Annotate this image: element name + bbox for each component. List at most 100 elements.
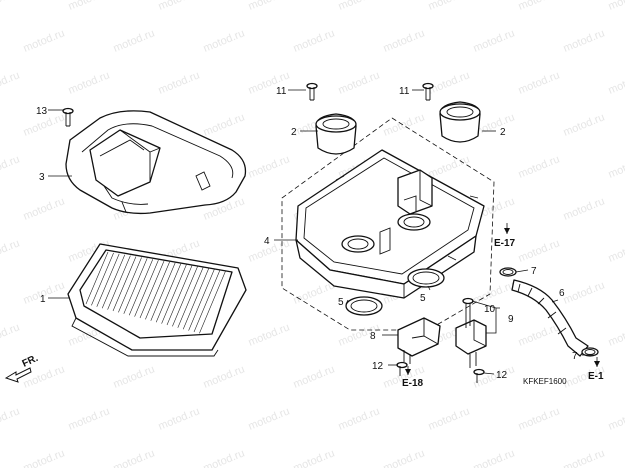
front-label: FR.	[21, 353, 40, 370]
filter-pleat	[134, 259, 159, 317]
watermark-text: motod.ru	[472, 447, 517, 468]
arrow-e17	[504, 228, 510, 234]
callout-10: 10	[484, 304, 496, 315]
filter-pleat	[150, 262, 176, 321]
watermark-text: motod.ru	[607, 153, 625, 180]
watermark-text: motod.ru	[562, 279, 607, 306]
watermark-text: motod.ru	[292, 363, 337, 390]
filter-pleat	[128, 259, 154, 316]
filter-pleat	[188, 268, 215, 331]
watermark-text: motod.ru	[67, 0, 112, 13]
watermark-text: motod.ru	[0, 405, 21, 432]
front-arrow-icon	[4, 367, 32, 383]
hose-clamp-lower	[581, 347, 599, 357]
watermark-text: motod.ru	[202, 111, 247, 138]
watermark-text: motod.ru	[0, 153, 21, 180]
air-cleaner-cover	[65, 110, 247, 215]
bolt-13	[62, 107, 74, 127]
watermark-text: motod.ru	[337, 0, 382, 13]
o-ring-left	[345, 296, 383, 316]
watermark-text: motod.ru	[427, 69, 472, 96]
callout-2-right: 2	[500, 127, 506, 138]
ref-e18: E-18	[402, 378, 424, 389]
callout-5-left: 5	[338, 297, 344, 308]
hose-clamp-upper	[499, 267, 517, 277]
watermark-text: motod.ru	[562, 447, 607, 468]
filter-pleat	[177, 267, 204, 328]
air-cleaner-case	[281, 117, 495, 331]
filter-pleat	[112, 256, 137, 312]
sensor-9	[455, 302, 487, 368]
watermark-text: motod.ru	[472, 363, 517, 390]
watermark-text: motod.ru	[562, 195, 607, 222]
watermark-text: motod.ru	[517, 321, 562, 348]
watermark-text: motod.ru	[427, 0, 472, 13]
watermark-text: motod.ru	[517, 153, 562, 180]
filter-pleats	[85, 251, 226, 334]
funnel-left	[315, 113, 357, 155]
watermark-text: motod.ru	[517, 405, 562, 432]
filter-pleat	[85, 251, 109, 305]
watermark-text: motod.ru	[0, 0, 21, 13]
watermark-text: motod.ru	[22, 195, 67, 222]
filter-pleat	[199, 270, 226, 334]
callout-5-right: 5	[420, 293, 426, 304]
watermark-text: motod.ru	[382, 111, 427, 138]
callout-7-upper: 7	[531, 266, 537, 277]
callout-6: 6	[559, 288, 565, 299]
watermark-text: motod.ru	[562, 111, 607, 138]
watermark-text: motod.ru	[67, 405, 112, 432]
watermark-text: motod.ru	[22, 447, 67, 468]
callout-12-right: 12	[496, 370, 508, 381]
bolt-11-right	[422, 82, 434, 101]
watermark-text: motod.ru	[112, 447, 157, 468]
watermark-text: motod.ru	[247, 321, 292, 348]
watermark-text: motod.ru	[157, 405, 202, 432]
arrow-e18	[405, 369, 411, 375]
callout-7-lower: 7	[572, 351, 578, 362]
watermark-text: motod.ru	[157, 69, 202, 96]
callout-11-left: 11	[276, 86, 287, 97]
filter-pleat	[155, 263, 182, 323]
watermark-text: motod.ru	[112, 363, 157, 390]
filter-pleat	[123, 258, 148, 314]
washer-10	[462, 297, 474, 305]
filter-pleat	[91, 252, 114, 306]
air-cleaner-element	[67, 243, 247, 357]
filter-pleat	[96, 253, 120, 307]
filter-pleat	[166, 265, 193, 326]
watermark-text: motod.ru	[67, 69, 112, 96]
filter-pleat	[172, 266, 198, 327]
watermark-text: motod.ru	[607, 237, 625, 264]
watermark-text: motod.ru	[112, 27, 157, 54]
watermark-text: motod.ru	[382, 27, 427, 54]
watermark-text: motod.ru	[607, 0, 625, 13]
watermark-text: motod.ru	[247, 0, 292, 13]
watermark-text: motod.ru	[292, 447, 337, 468]
watermark-text: motod.ru	[337, 69, 382, 96]
watermark-text: motod.ru	[0, 237, 21, 264]
callout-8: 8	[370, 331, 376, 342]
watermark-text: motod.ru	[607, 69, 625, 96]
filter-pleat	[101, 254, 126, 309]
arrow-e1	[594, 361, 600, 367]
bolt-12-right	[473, 368, 485, 383]
callout-9: 9	[508, 314, 514, 325]
filter-pleat	[107, 255, 131, 310]
watermark-text: motod.ru	[427, 405, 472, 432]
o-ring-right	[407, 268, 445, 288]
sensor-8	[397, 317, 441, 364]
callout-1: 1	[40, 294, 46, 305]
watermark-text: motod.ru	[292, 27, 337, 54]
watermark-text: motod.ru	[157, 0, 202, 13]
filter-pleat	[139, 260, 165, 319]
ref-e17: E-17	[494, 238, 516, 249]
ref-e1: E-1	[588, 371, 604, 382]
funnel-right	[439, 101, 481, 143]
callout-11-right: 11	[399, 86, 410, 97]
watermark-text: motod.ru	[517, 0, 562, 13]
watermark-text: motod.ru	[292, 279, 337, 306]
watermark-text: motod.ru	[382, 447, 427, 468]
watermark-text: motod.ru	[0, 321, 21, 348]
